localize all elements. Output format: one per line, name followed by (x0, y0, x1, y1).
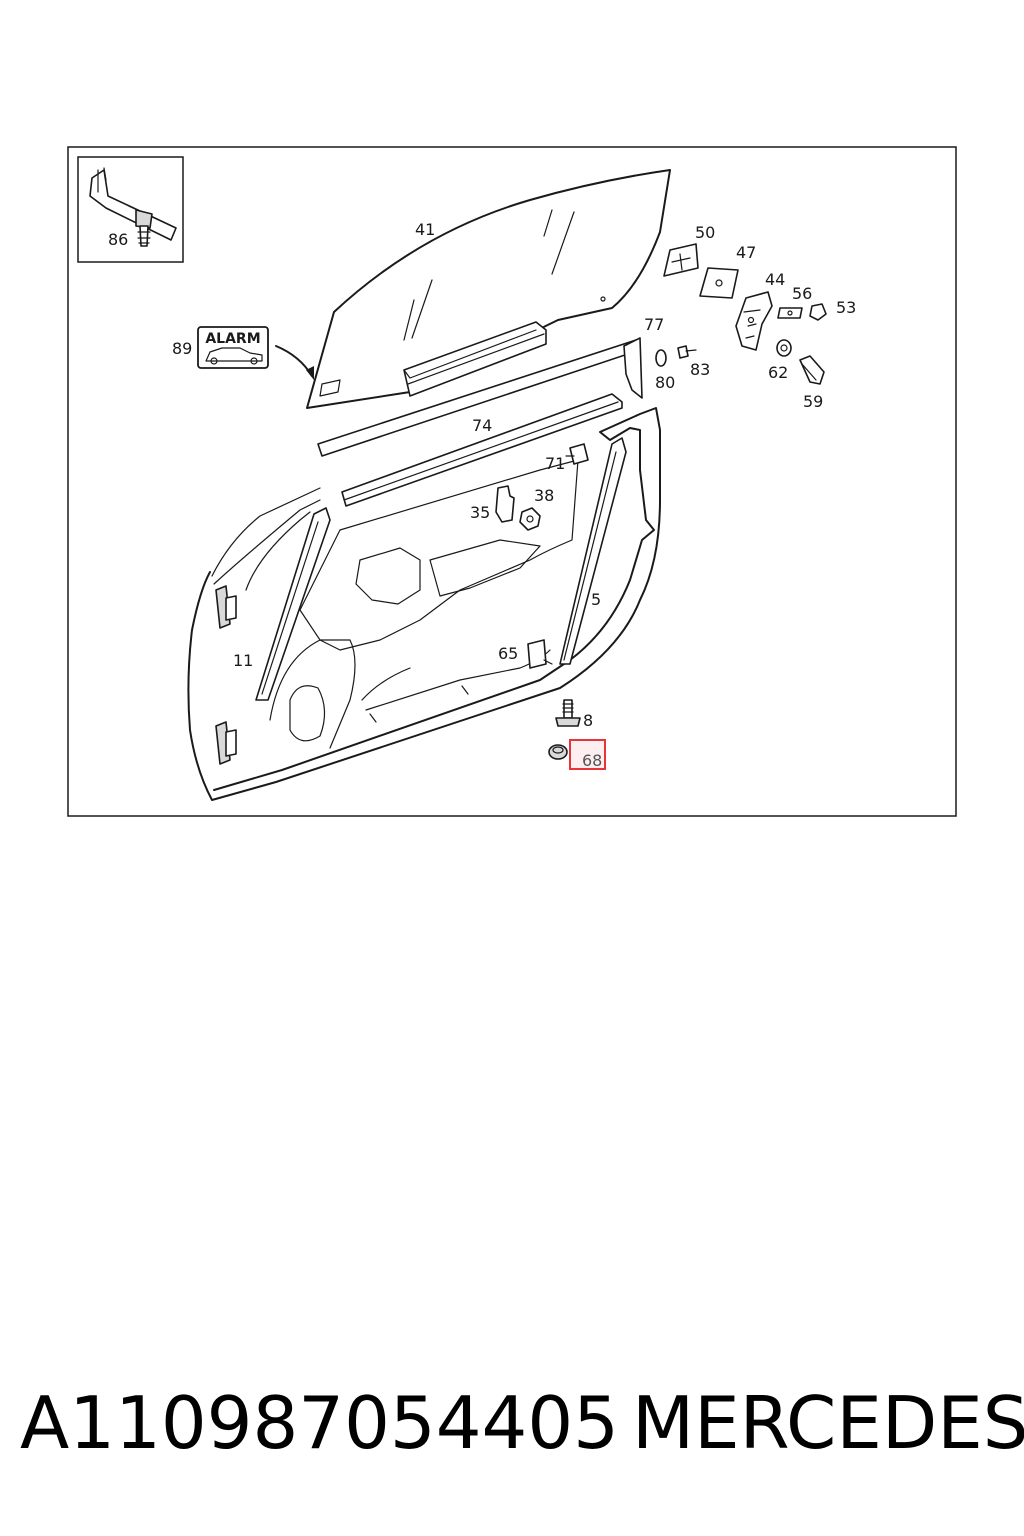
callout-47: 47 (736, 243, 756, 262)
screw-83 (677, 345, 697, 359)
callout-71: 71 (545, 454, 565, 473)
plate-47 (699, 267, 739, 299)
highlight-box-68 (569, 739, 606, 770)
alarm-badge: ALARM (197, 326, 314, 380)
alarm-badge-text: ALARM (205, 331, 260, 347)
callout-44: 44 (765, 270, 785, 289)
bolt-59 (799, 355, 825, 385)
callout-8: 8 (583, 711, 593, 730)
nut-53 (809, 303, 827, 321)
callout-68: 68 (582, 751, 602, 770)
callout-74: 74 (472, 416, 492, 435)
door-shell (187, 407, 661, 801)
rear-window-guide (559, 437, 627, 665)
plug-68 (548, 744, 568, 760)
inset-box-86 (77, 156, 184, 263)
part-number: A110987054405 (20, 1381, 619, 1465)
washer-80 (655, 349, 667, 367)
front-window-guide (255, 507, 331, 701)
callout-89: 89 (172, 339, 192, 358)
callout-41: 41 (415, 220, 435, 239)
callout-35: 35 (470, 503, 490, 522)
callout-11: 11 (233, 651, 253, 670)
callout-53: 53 (836, 298, 856, 317)
clip-56 (777, 307, 803, 319)
nut-38 (519, 507, 541, 531)
callout-5: 5 (591, 590, 601, 609)
callout-80: 80 (655, 373, 675, 392)
callout-86: 86 (108, 230, 128, 249)
callout-77: 77 (644, 315, 664, 334)
inner-belt-strip (341, 393, 623, 507)
washer-62 (776, 339, 792, 357)
callout-62: 62 (768, 363, 788, 382)
callout-50: 50 (695, 223, 715, 242)
callout-59: 59 (803, 392, 823, 411)
callout-83: 83 (690, 360, 710, 379)
diagram-frame (67, 146, 957, 817)
pad-65 (527, 639, 553, 669)
door-glass (306, 169, 671, 409)
bracket-50 (663, 243, 699, 277)
callout-56: 56 (792, 284, 812, 303)
callout-38: 38 (534, 486, 554, 505)
brand-name: MERCEDES (632, 1381, 1024, 1465)
bracket-35 (495, 485, 515, 523)
parts-diagram: ALARM (67, 146, 957, 817)
clip-71 (565, 443, 589, 465)
callout-65: 65 (498, 644, 518, 663)
outer-belt-strip (317, 337, 643, 457)
glass-channel (403, 321, 547, 397)
bolt-8 (555, 699, 581, 727)
regulator-bracket-44 (735, 291, 773, 351)
footer: A110987054405 MERCEDES (0, 1378, 1024, 1468)
